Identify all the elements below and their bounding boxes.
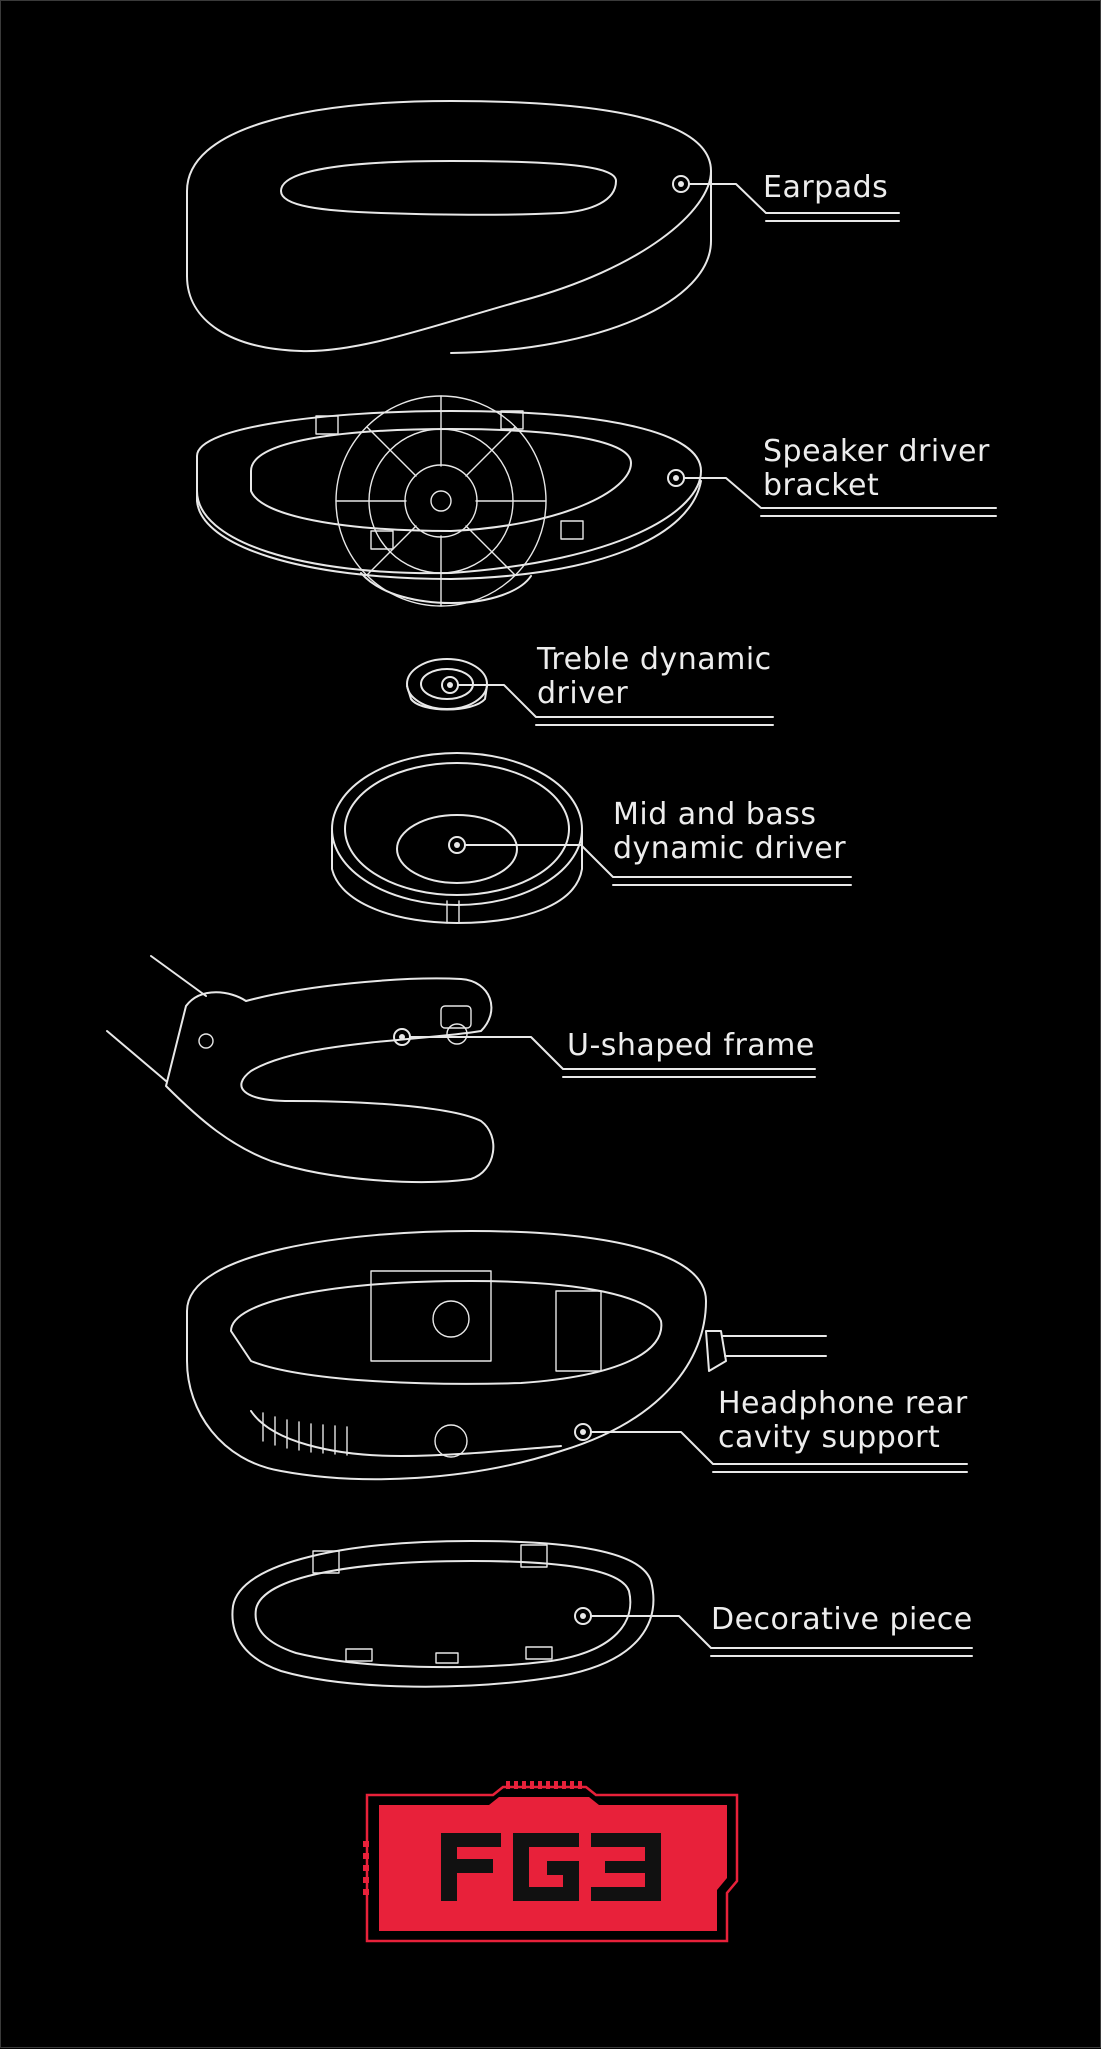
decorative-piece-illustration bbox=[231, 1540, 655, 1688]
label-u-shaped-frame: U-shaped frame bbox=[567, 1028, 815, 1063]
label-earpads: Earpads bbox=[763, 170, 889, 205]
leader-decorative-piece bbox=[574, 1607, 973, 1657]
label-treble-dynamic-driver: Treble dynamic driver bbox=[537, 642, 772, 711]
mid-bass-driver-illustration bbox=[331, 752, 583, 924]
leader-mid-bass-driver bbox=[448, 836, 852, 886]
leader-rear-cavity bbox=[574, 1423, 968, 1473]
rear-cavity-illustration bbox=[186, 1230, 827, 1481]
fg3-logo bbox=[363, 1781, 739, 1943]
speaker-bracket-illustration bbox=[196, 395, 702, 607]
u-frame-illustration bbox=[106, 955, 495, 1183]
label-rear-cavity-support: Headphone rear cavity support bbox=[718, 1386, 968, 1455]
label-speaker-driver-bracket: Speaker driver bracket bbox=[763, 434, 990, 503]
callout-leaders bbox=[393, 175, 997, 1657]
label-decorative-piece: Decorative piece bbox=[711, 1602, 973, 1637]
leader-speaker-bracket bbox=[667, 469, 997, 517]
leader-treble-driver bbox=[441, 676, 774, 726]
leader-u-frame bbox=[393, 1028, 816, 1078]
earpads-illustration bbox=[186, 100, 712, 354]
leader-earpads bbox=[672, 175, 900, 222]
label-mid-bass-dynamic-driver: Mid and bass dynamic driver bbox=[613, 797, 847, 866]
